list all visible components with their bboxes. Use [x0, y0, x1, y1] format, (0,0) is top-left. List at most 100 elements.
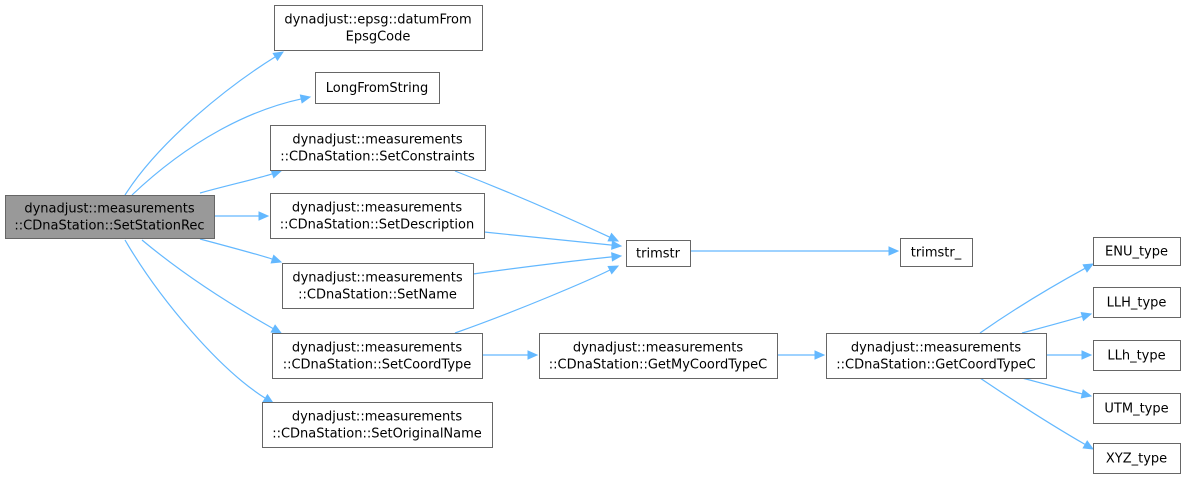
node-label-line: dynadjust::measurements [292, 271, 463, 286]
edge-setname-to-trimstr [472, 252, 623, 275]
node-trimstr[interactable]: trimstr [626, 240, 691, 267]
edge-line [454, 269, 611, 334]
node-llh-type[interactable]: LLH_type [1093, 287, 1181, 318]
edge-setstationrec-to-setname [199, 238, 283, 264]
edge-line [979, 267, 1086, 334]
arrowhead [1080, 312, 1093, 322]
node-label-line: dynadjust::epsg::datumFrom [284, 13, 471, 28]
node-setstationrec[interactable]: dynadjust::measurements::CDnaStation::Se… [5, 195, 215, 239]
edge-getcoordtypec-to-enu [979, 263, 1095, 334]
edge-line [141, 239, 274, 330]
node-label-line: LLh_type [1107, 349, 1165, 364]
node-box [626, 240, 691, 267]
arrowhead [262, 393, 275, 404]
edge-setdescription-to-trimstr [483, 231, 623, 250]
node-box [5, 195, 215, 239]
edge-line [1021, 315, 1083, 334]
node-box [272, 333, 483, 379]
edge-line [1021, 377, 1083, 395]
node-box [270, 193, 485, 239]
arrowhead [299, 94, 312, 104]
node-enu-type[interactable]: ENU_type [1093, 237, 1181, 266]
node-utm-type[interactable]: UTM_type [1093, 393, 1181, 424]
node-label-line: ::CDnaStation::SetStationRec [14, 219, 204, 234]
node-xyz-type[interactable]: XYZ_type [1093, 443, 1181, 474]
edge-line [979, 377, 1086, 446]
node-label-line: dynadjust::measurements [292, 341, 463, 356]
arrowhead [607, 232, 620, 242]
edge-setcoordtype-to-getmycoordtypec [482, 350, 539, 360]
arrowhead [527, 350, 539, 360]
node-llh-lower-type[interactable]: LLh_type [1093, 340, 1181, 371]
arrowhead [888, 246, 900, 256]
node-label-line: dynadjust::measurements [24, 202, 195, 217]
edge-getcoordtypec-to-llh_lower [1046, 350, 1093, 360]
node-label-line: UTM_type [1104, 402, 1168, 417]
node-label-line: trimstr_ [911, 246, 962, 261]
node-setdescription[interactable]: dynadjust::measurements::CDnaStation::Se… [270, 193, 485, 239]
edge-line [483, 231, 613, 246]
node-label-line: dynadjust::measurements [292, 133, 463, 148]
edge-setstationrec-to-setcoordtype [141, 239, 283, 334]
node-box [274, 5, 483, 51]
edge-getcoordtypec-to-llh [1021, 312, 1093, 334]
nodes-layer: dynadjust::measurements::CDnaStation::Se… [5, 5, 1181, 474]
node-box [1093, 443, 1181, 474]
edge-setstationrec-to-longfromstring [131, 94, 312, 196]
node-getmycoordtypec[interactable]: dynadjust::measurements::CDnaStation::Ge… [539, 333, 778, 379]
node-label-line: ::CDnaStation::SetCoordType [283, 358, 472, 373]
node-box [539, 333, 778, 379]
node-setname[interactable]: dynadjust::measurements::CDnaStation::Se… [282, 263, 474, 309]
node-trimstr-underscore[interactable]: trimstr_ [900, 238, 973, 267]
arrowhead [1080, 389, 1093, 399]
node-label-line: EpsgCode [346, 30, 411, 45]
arrowhead [814, 350, 826, 360]
edges-layer [124, 51, 1095, 450]
edge-getcoordtypec-to-utm [1021, 377, 1093, 399]
arrowhead [270, 324, 283, 334]
node-label-line: ::CDnaStation::GetCoordTypeC [836, 358, 1036, 373]
node-box [900, 238, 973, 267]
node-label-line: dynadjust::measurements [573, 341, 744, 356]
node-label-line: ENU_type [1105, 245, 1168, 260]
edge-line [472, 256, 613, 275]
node-label-line: ::CDnaStation::SetOriginalName [272, 427, 482, 442]
edge-setstationrec-to-setconstraints [199, 169, 283, 194]
edge-getmycoordtypec-to-getcoordtypec [777, 350, 826, 360]
edge-setstationrec-to-setoriginalname [124, 239, 275, 404]
node-label-line: trimstr [636, 247, 681, 262]
edge-line [199, 173, 273, 194]
arrowhead [272, 51, 285, 62]
arrowhead [1082, 263, 1095, 273]
node-box [1093, 393, 1181, 424]
node-setoriginalname[interactable]: dynadjust::measurements::CDnaStation::Se… [262, 402, 493, 448]
arrowhead [1081, 350, 1093, 360]
node-box [270, 125, 486, 171]
node-label-line: LLH_type [1107, 296, 1167, 311]
node-setcoordtype[interactable]: dynadjust::measurements::CDnaStation::Se… [272, 333, 483, 379]
node-getcoordtypec[interactable]: dynadjust::measurements::CDnaStation::Ge… [826, 333, 1047, 379]
node-label-line: dynadjust::measurements [292, 201, 463, 216]
node-label-line: dynadjust::measurements [851, 341, 1022, 356]
edge-line [454, 170, 611, 238]
node-box [315, 72, 440, 104]
arrowhead [270, 254, 283, 264]
node-box [282, 263, 474, 309]
arrowhead [270, 169, 283, 179]
arrowhead [1082, 440, 1095, 450]
arrowhead [607, 265, 620, 275]
edge-setstationrec-to-datumfromepsg [124, 51, 285, 196]
arrowhead [611, 252, 623, 262]
node-setconstraints[interactable]: dynadjust::measurements::CDnaStation::Se… [270, 125, 486, 171]
node-box [1093, 237, 1181, 266]
node-box [262, 402, 493, 448]
edge-line [199, 238, 273, 260]
node-box [1093, 287, 1181, 318]
node-label-line: dynadjust::measurements [292, 410, 463, 425]
node-longfromstring[interactable]: LongFromString [315, 72, 440, 104]
node-box [1093, 340, 1181, 371]
edge-line [124, 56, 276, 196]
edge-getcoordtypec-to-xyz [979, 377, 1095, 450]
